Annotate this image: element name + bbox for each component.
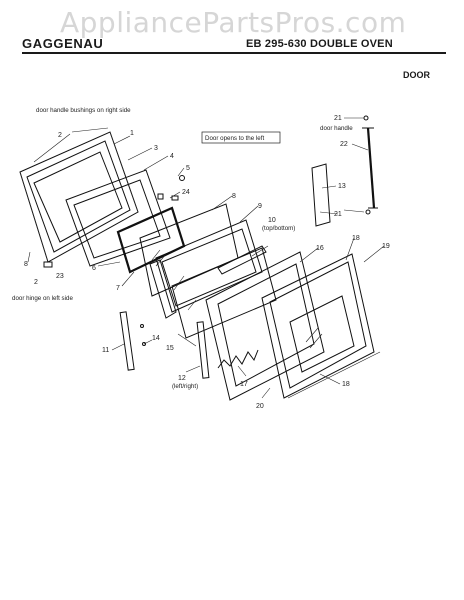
hinge-hardware — [157, 175, 185, 201]
callout-22: 22 — [340, 141, 348, 148]
note-door-handle: door handle — [320, 125, 353, 132]
callout-20: 20 — [256, 403, 264, 410]
callout-6: 6 — [92, 265, 96, 272]
outer-door-panel — [261, 253, 381, 399]
inner-glass-pane — [139, 203, 239, 297]
callout-numbers: 1 2 3 4 5 24 8 9 10 13 21 22 21 16 18 19… — [24, 115, 390, 410]
callout-15: 15 — [166, 345, 174, 352]
callout-13: 13 — [338, 183, 346, 190]
callout-2-left: 2 — [34, 279, 38, 286]
callout-21-top: 21 — [334, 115, 342, 122]
callout-8-left: 8 — [24, 261, 28, 268]
page-title: EB 295-630 DOUBLE OVEN — [246, 38, 393, 50]
callout-5: 5 — [186, 165, 190, 172]
callout-7: 7 — [116, 285, 120, 292]
callout-21-bottom: 21 — [334, 211, 342, 218]
glass-assembly — [149, 219, 263, 319]
door-handle — [362, 115, 378, 215]
note-hinge-left: door hinge on left side — [12, 295, 73, 302]
callout-1: 1 — [130, 130, 134, 137]
callout-19: 19 — [382, 243, 390, 250]
note-bushings: door handle bushings on right side — [36, 107, 131, 114]
bottom-bracket — [217, 349, 259, 369]
callout-18-bottom: 18 — [342, 381, 350, 388]
door-panel — [205, 251, 325, 401]
callout-4: 4 — [170, 153, 174, 160]
small-clip — [43, 261, 53, 268]
callout-23: 23 — [56, 273, 64, 280]
middle-glass-pane — [171, 247, 277, 339]
handle-bracket — [311, 163, 331, 227]
hinge-strip — [119, 311, 146, 371]
callout-24: 24 — [182, 189, 190, 196]
header-rule — [22, 52, 446, 54]
callout-10: 10 — [268, 217, 276, 224]
watermark: AppliancePartsPros.com — [60, 6, 407, 39]
note-box-opens-left: Door opens to the left — [201, 131, 281, 144]
callout-3: 3 — [154, 145, 158, 152]
callout-12: 12 — [178, 375, 186, 382]
note-left-right: (left/right) — [172, 383, 198, 390]
leader-lines — [27, 117, 385, 399]
inner-frame — [65, 169, 171, 267]
callout-17: 17 — [240, 381, 248, 388]
side-trim-left-right — [196, 321, 210, 379]
callout-14: 14 — [152, 335, 160, 342]
callout-16: 16 — [316, 245, 324, 252]
brand-logo: GAGGENAU — [22, 36, 104, 51]
section-title: DOOR — [403, 70, 430, 80]
note-opens-left: Door opens to the left — [205, 135, 264, 142]
door-outer-frame — [19, 131, 139, 263]
note-top-bottom: (top/bottom) — [262, 225, 295, 232]
callout-11: 11 — [102, 347, 109, 354]
callout-9: 9 — [258, 203, 262, 210]
callout-8: 8 — [232, 193, 236, 200]
callout-18-top: 18 — [352, 235, 360, 242]
trim-strip-top-bottom — [217, 245, 267, 275]
callout-2: 2 — [58, 132, 62, 139]
